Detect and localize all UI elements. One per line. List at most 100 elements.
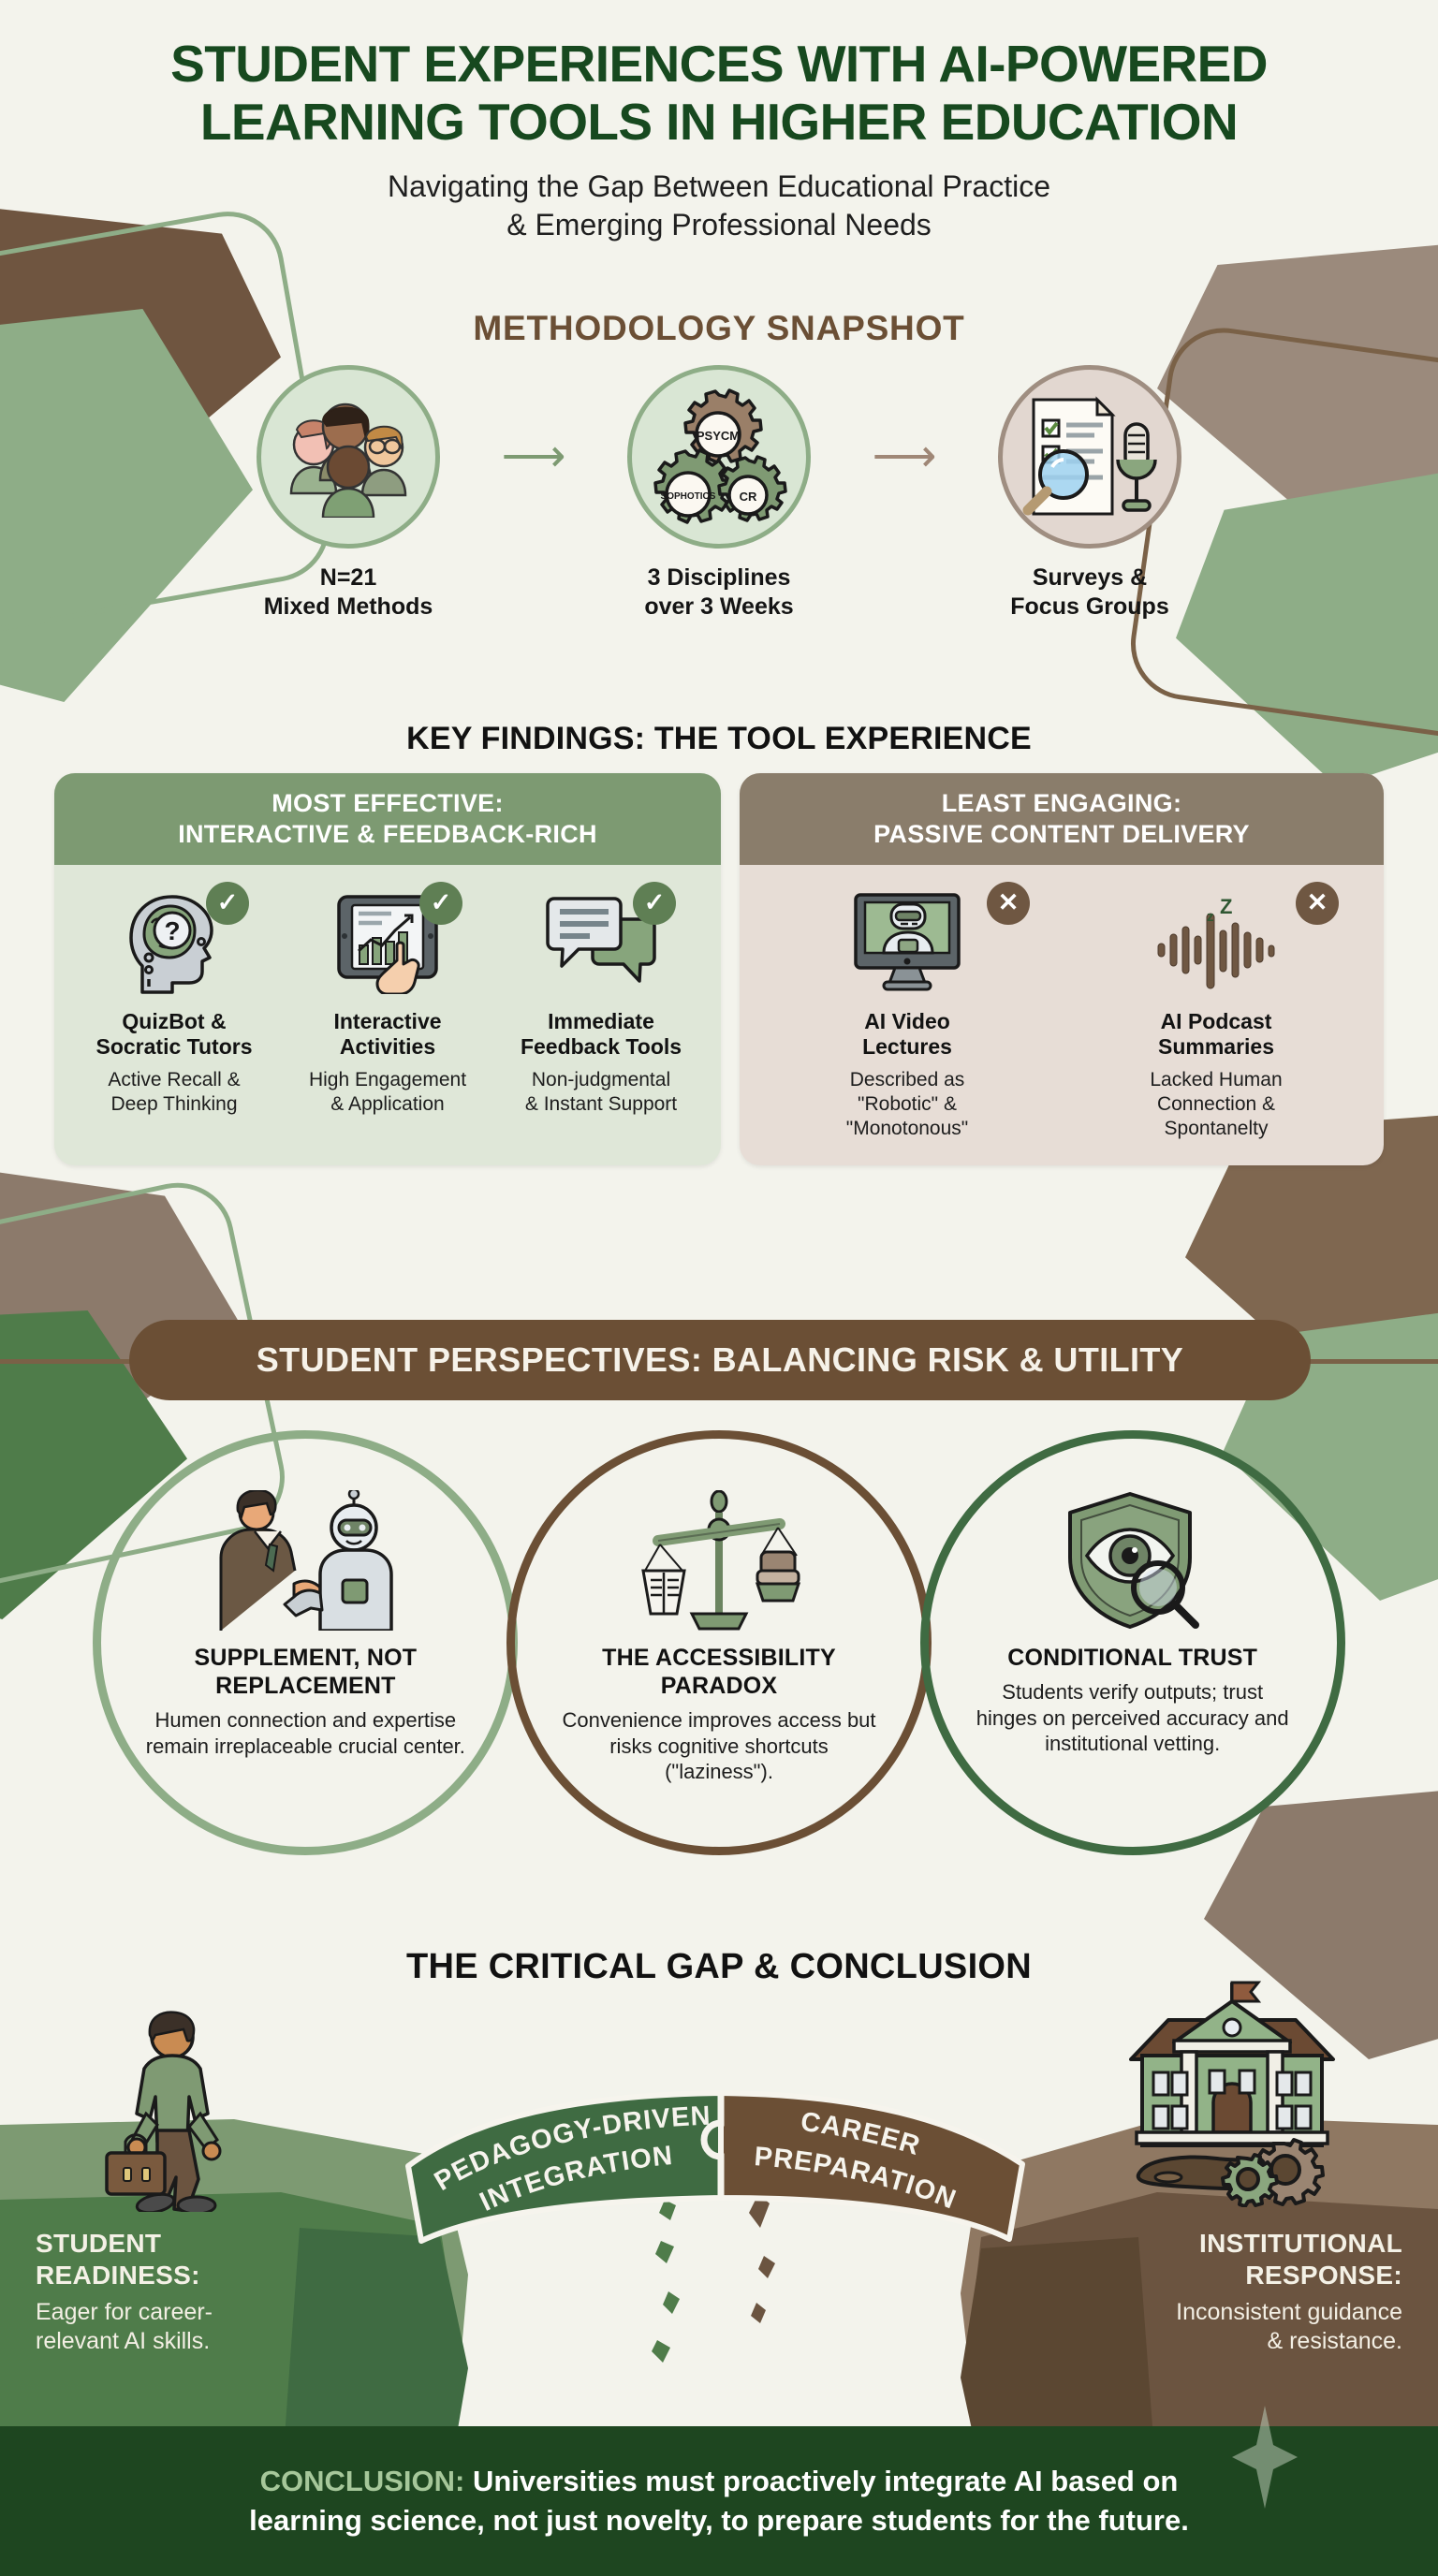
- finding-desc-line-1: Lacked Human: [1150, 1069, 1283, 1091]
- institutional-response-title-line-2: RESPONSE:: [1245, 2260, 1402, 2290]
- institutional-response-label: INSTITUTIONAL RESPONSE: Inconsistent gui…: [1047, 2228, 1402, 2357]
- finding-name-line-2: Lectures: [862, 1034, 952, 1060]
- methodology-step-circle: PSYCM SOPHOTICS CR: [627, 365, 811, 549]
- conclusion-lead: CONCLUSION:: [259, 2465, 465, 2498]
- finding-item-ai-podcast-summaries: Z z ✕ AI Podcast Summaries Lacked Human …: [1062, 881, 1371, 1141]
- finding-item-name: Interactive Activities: [286, 1009, 489, 1061]
- methodology-step-disciplines: PSYCM SOPHOTICS CR 3 Disciplines over 3 …: [579, 365, 859, 622]
- arrow-right-icon: ⟶: [501, 432, 566, 481]
- perspective-title-line-1: THE ACCESSIBILITY: [602, 1645, 836, 1671]
- methodology-step-instruments: Surveys & Focus Groups: [949, 365, 1230, 622]
- perspective-icon-wrapper: [900, 1490, 1365, 1631]
- institutional-response-title-line-1: INSTITUTIONAL: [1199, 2229, 1402, 2258]
- finding-name-line-1: AI Podcast: [1160, 1008, 1272, 1033]
- key-findings-panel-least-engaging: LEAST ENGAGING: PASSIVE CONTENT DELIVERY: [740, 773, 1384, 1166]
- perspective-conditional-trust: CONDITIONAL TRUST Students verify output…: [900, 1430, 1365, 1855]
- svg-text:CR: CR: [740, 490, 757, 504]
- perspectives-items: SUPPLEMENT, NOT REPLACEMENT Humen connec…: [73, 1430, 1365, 1855]
- methodology-step-label-line-1: Surveys &: [1032, 564, 1148, 591]
- arrow-right-icon: ⟶: [872, 432, 937, 481]
- perspective-desc: Convenience improves access but risks co…: [562, 1708, 876, 1784]
- student-readiness-desc-line-2: relevant AI skills.: [36, 2328, 211, 2355]
- student-readiness-label: STUDENT READINESS: Eager for career- rel…: [36, 2228, 391, 2357]
- decorative-shape-mid-left-brown: [0, 1151, 243, 1470]
- finding-desc-line-1: Active Recall &: [108, 1069, 241, 1091]
- finding-name-line-1: AI Video: [864, 1008, 950, 1033]
- finding-name-line-2: Socratic Tutors: [95, 1034, 253, 1060]
- status-badge-check: ✓: [419, 881, 462, 925]
- key-findings-panels: MOST EFFECTIVE: INTERACTIVE & FEEDBACK-R…: [54, 773, 1384, 1166]
- institutional-response-title: INSTITUTIONAL RESPONSE:: [1047, 2228, 1402, 2291]
- methodology-step-circle: [257, 365, 440, 549]
- student-readiness-title-line-1: STUDENT: [36, 2229, 162, 2258]
- perspective-accessibility-paradox: THE ACCESSIBILITY PARADOX Convenience im…: [487, 1430, 952, 1855]
- panel-header-least-engaging: LEAST ENGAGING: PASSIVE CONTENT DELIVERY: [740, 773, 1384, 865]
- perspective-title-line-1: CONDITIONAL TRUST: [1007, 1645, 1258, 1671]
- key-findings-panel-most-effective: MOST EFFECTIVE: INTERACTIVE & FEEDBACK-R…: [54, 773, 721, 1166]
- methodology-step-label: N=21 Mixed Methods: [208, 564, 489, 622]
- survey-and-microphone-icon: [1022, 396, 1157, 516]
- finding-item-desc: High Engagement & Application: [286, 1068, 489, 1117]
- page-title: STUDENT EXPERIENCES WITH AI-POWERED LEAR…: [0, 35, 1438, 151]
- methodology-step-label-line-1: 3 Disciplines: [647, 564, 791, 591]
- cliff-left-shape: [0, 2119, 468, 2490]
- finding-item-name: AI Video Lectures: [758, 1009, 1056, 1061]
- svg-text:PSYCM: PSYCM: [697, 429, 740, 443]
- panel-items: ? ✓ QuizBot & Socratic Tutors Activ: [54, 865, 721, 1141]
- perspective-title-line-2: REPLACEMENT: [215, 1673, 396, 1699]
- perspective-title: CONDITIONAL TRUST: [900, 1644, 1365, 1672]
- finding-name-line-1: Immediate: [548, 1008, 654, 1033]
- finding-item-desc: Active Recall & Deep Thinking: [73, 1068, 275, 1117]
- gears-disciplines-icon: PSYCM SOPHOTICS CR: [653, 388, 787, 524]
- perspective-content: CONDITIONAL TRUST Students verify output…: [900, 1430, 1365, 1757]
- robot-monitor-lecture-icon: [854, 893, 961, 991]
- perspective-icon-wrapper: [73, 1490, 538, 1631]
- finding-item-desc: Non-judgmental & Instant Support: [500, 1068, 702, 1117]
- finding-icon-wrapper: Z z ✕: [1067, 881, 1365, 998]
- finding-name-line-2: Summaries: [1157, 1034, 1274, 1060]
- finding-desc-line-2: Connection &: [1156, 1093, 1276, 1116]
- page-title-line-2: LEARNING TOOLS IN HIGHER EDUCATION: [199, 92, 1239, 151]
- student-readiness-desc: Eager for career- relevant AI skills.: [36, 2298, 391, 2357]
- finding-desc-line-3: "Monotonous": [845, 1118, 969, 1140]
- perspectives-banner-label: STUDENT PERSPECTIVES: BALANCING RISK & U…: [256, 1340, 1184, 1379]
- finding-desc-line-2: & Instant Support: [524, 1093, 678, 1116]
- finding-item-name: QuizBot & Socratic Tutors: [73, 1009, 275, 1061]
- institutional-response-desc: Inconsistent guidance & resistance.: [1047, 2298, 1402, 2357]
- svg-text:SOPHOTICS: SOPHOTICS: [661, 491, 716, 502]
- panel-header-line-2: PASSIVE CONTENT DELIVERY: [873, 819, 1250, 848]
- page-subtitle-line-1: Navigating the Gap Between Educational P…: [388, 169, 1050, 204]
- finding-item-name: AI Podcast Summaries: [1067, 1009, 1365, 1061]
- brain-question-head-icon: ?: [129, 895, 213, 994]
- methodology-step-participants: N=21 Mixed Methods: [208, 365, 489, 622]
- panel-items: ✕ AI Video Lectures Described as "Roboti…: [740, 865, 1384, 1165]
- walking-student-with-briefcase-icon: [105, 2011, 222, 2212]
- status-badge-check: ✓: [633, 881, 676, 925]
- methodology-step-circle: [998, 365, 1181, 549]
- tablet-chart-touch-icon: [337, 895, 438, 994]
- methodology-step-label-line-2: over 3 Weeks: [644, 593, 794, 621]
- panel-header-line-2: INTERACTIVE & FEEDBACK-RICH: [178, 819, 597, 848]
- perspective-title-line-1: SUPPLEMENT, NOT: [194, 1645, 418, 1671]
- finding-item-ai-video-lectures: ✕ AI Video Lectures Described as "Roboti…: [753, 881, 1062, 1141]
- perspective-desc: Students verify outputs; trust hinges on…: [976, 1680, 1289, 1756]
- status-badge-x: ✕: [1296, 881, 1339, 925]
- page-subtitle-line-2: & Emerging Professional Needs: [506, 208, 932, 242]
- institutional-response-desc-line-2: & resistance.: [1267, 2328, 1402, 2355]
- group-of-students-icon: [289, 402, 407, 518]
- finding-item-name: Immediate Feedback Tools: [500, 1009, 702, 1061]
- methodology-step-label-line-2: Focus Groups: [1010, 593, 1169, 621]
- finding-item-desc: Lacked Human Connection & Spontanelty: [1067, 1068, 1365, 1141]
- poster-header: STUDENT EXPERIENCES WITH AI-POWERED LEAR…: [0, 35, 1438, 244]
- finding-name-line-2: Activities: [339, 1034, 436, 1060]
- panel-header-line-1: LEAST ENGAGING:: [941, 789, 1182, 817]
- finding-icon-wrapper: ? ✓: [73, 881, 275, 998]
- finding-icon-wrapper: ✓: [500, 881, 702, 998]
- shield-eye-magnifier-icon: [1067, 1492, 1199, 1629]
- student-readiness-title-line-2: READINESS:: [36, 2260, 200, 2290]
- finding-desc-line-1: Described as: [849, 1069, 965, 1091]
- key-findings-heading: KEY FINDINGS: THE TOOL EXPERIENCE: [406, 721, 1032, 756]
- audio-waveform-sleep-icon: Z z: [1157, 895, 1275, 989]
- perspectives-banner: STUDENT PERSPECTIVES: BALANCING RISK & U…: [129, 1320, 1311, 1400]
- critical-gap-heading: THE CRITICAL GAP & CONCLUSION: [405, 1947, 1033, 1986]
